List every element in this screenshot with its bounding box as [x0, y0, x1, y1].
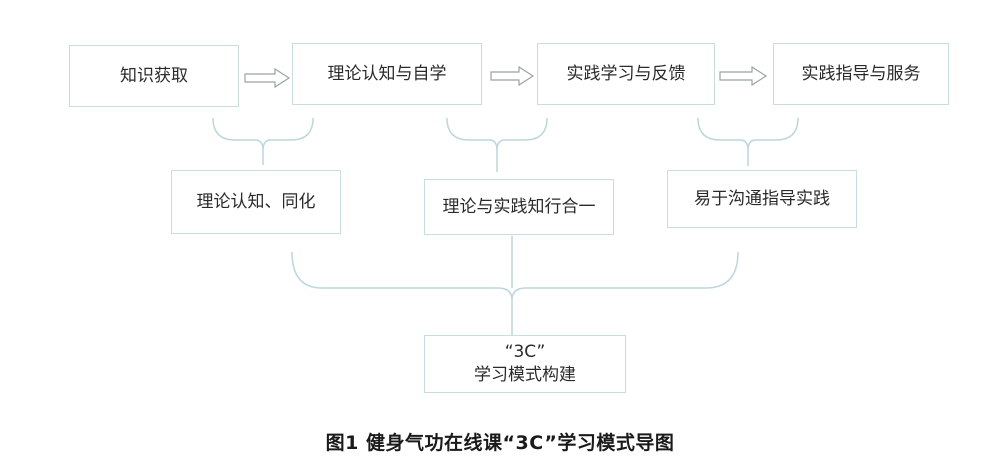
outcome-box-theory-assimilation: 理论认知、同化 [171, 170, 341, 234]
stage-label: 理论认知与自学 [327, 63, 447, 84]
outcome-box-theory-practice-unity: 理论与实践知行合一 [424, 179, 614, 235]
stage-label: 实践指导与服务 [801, 63, 921, 84]
outcome-label: 易于沟通指导实践 [694, 188, 830, 209]
brace-upper-2 [446, 117, 548, 172]
stage-label: 知识获取 [120, 65, 188, 86]
arrow-1 [244, 67, 291, 89]
stage-box-practice-feedback: 实践学习与反馈 [537, 43, 715, 105]
brace-lower [291, 236, 739, 336]
arrow-2 [490, 65, 535, 87]
stage-box-theory-self-study: 理论认知与自学 [292, 43, 482, 105]
brace-upper-3 [697, 117, 799, 166]
outcome-box-communication-guidance: 易于沟通指导实践 [667, 170, 857, 228]
brace-upper-1 [212, 117, 314, 165]
outcome-label: 理论认知、同化 [196, 191, 316, 212]
final-line-2: 学习模式构建 [474, 365, 576, 385]
outcome-label: 理论与实践知行合一 [442, 196, 596, 217]
stage-box-practice-guidance: 实践指导与服务 [773, 43, 949, 105]
figure-caption: 图1 健身气功在线课“3C”学习模式导图 [325, 432, 675, 454]
arrow-3 [719, 65, 768, 87]
final-box-3c-model: “3C” 学习模式构建 [424, 335, 626, 393]
final-line-1: “3C” [504, 342, 546, 363]
stage-box-knowledge-acquisition: 知识获取 [69, 45, 239, 107]
stage-label: 实践学习与反馈 [566, 63, 686, 84]
